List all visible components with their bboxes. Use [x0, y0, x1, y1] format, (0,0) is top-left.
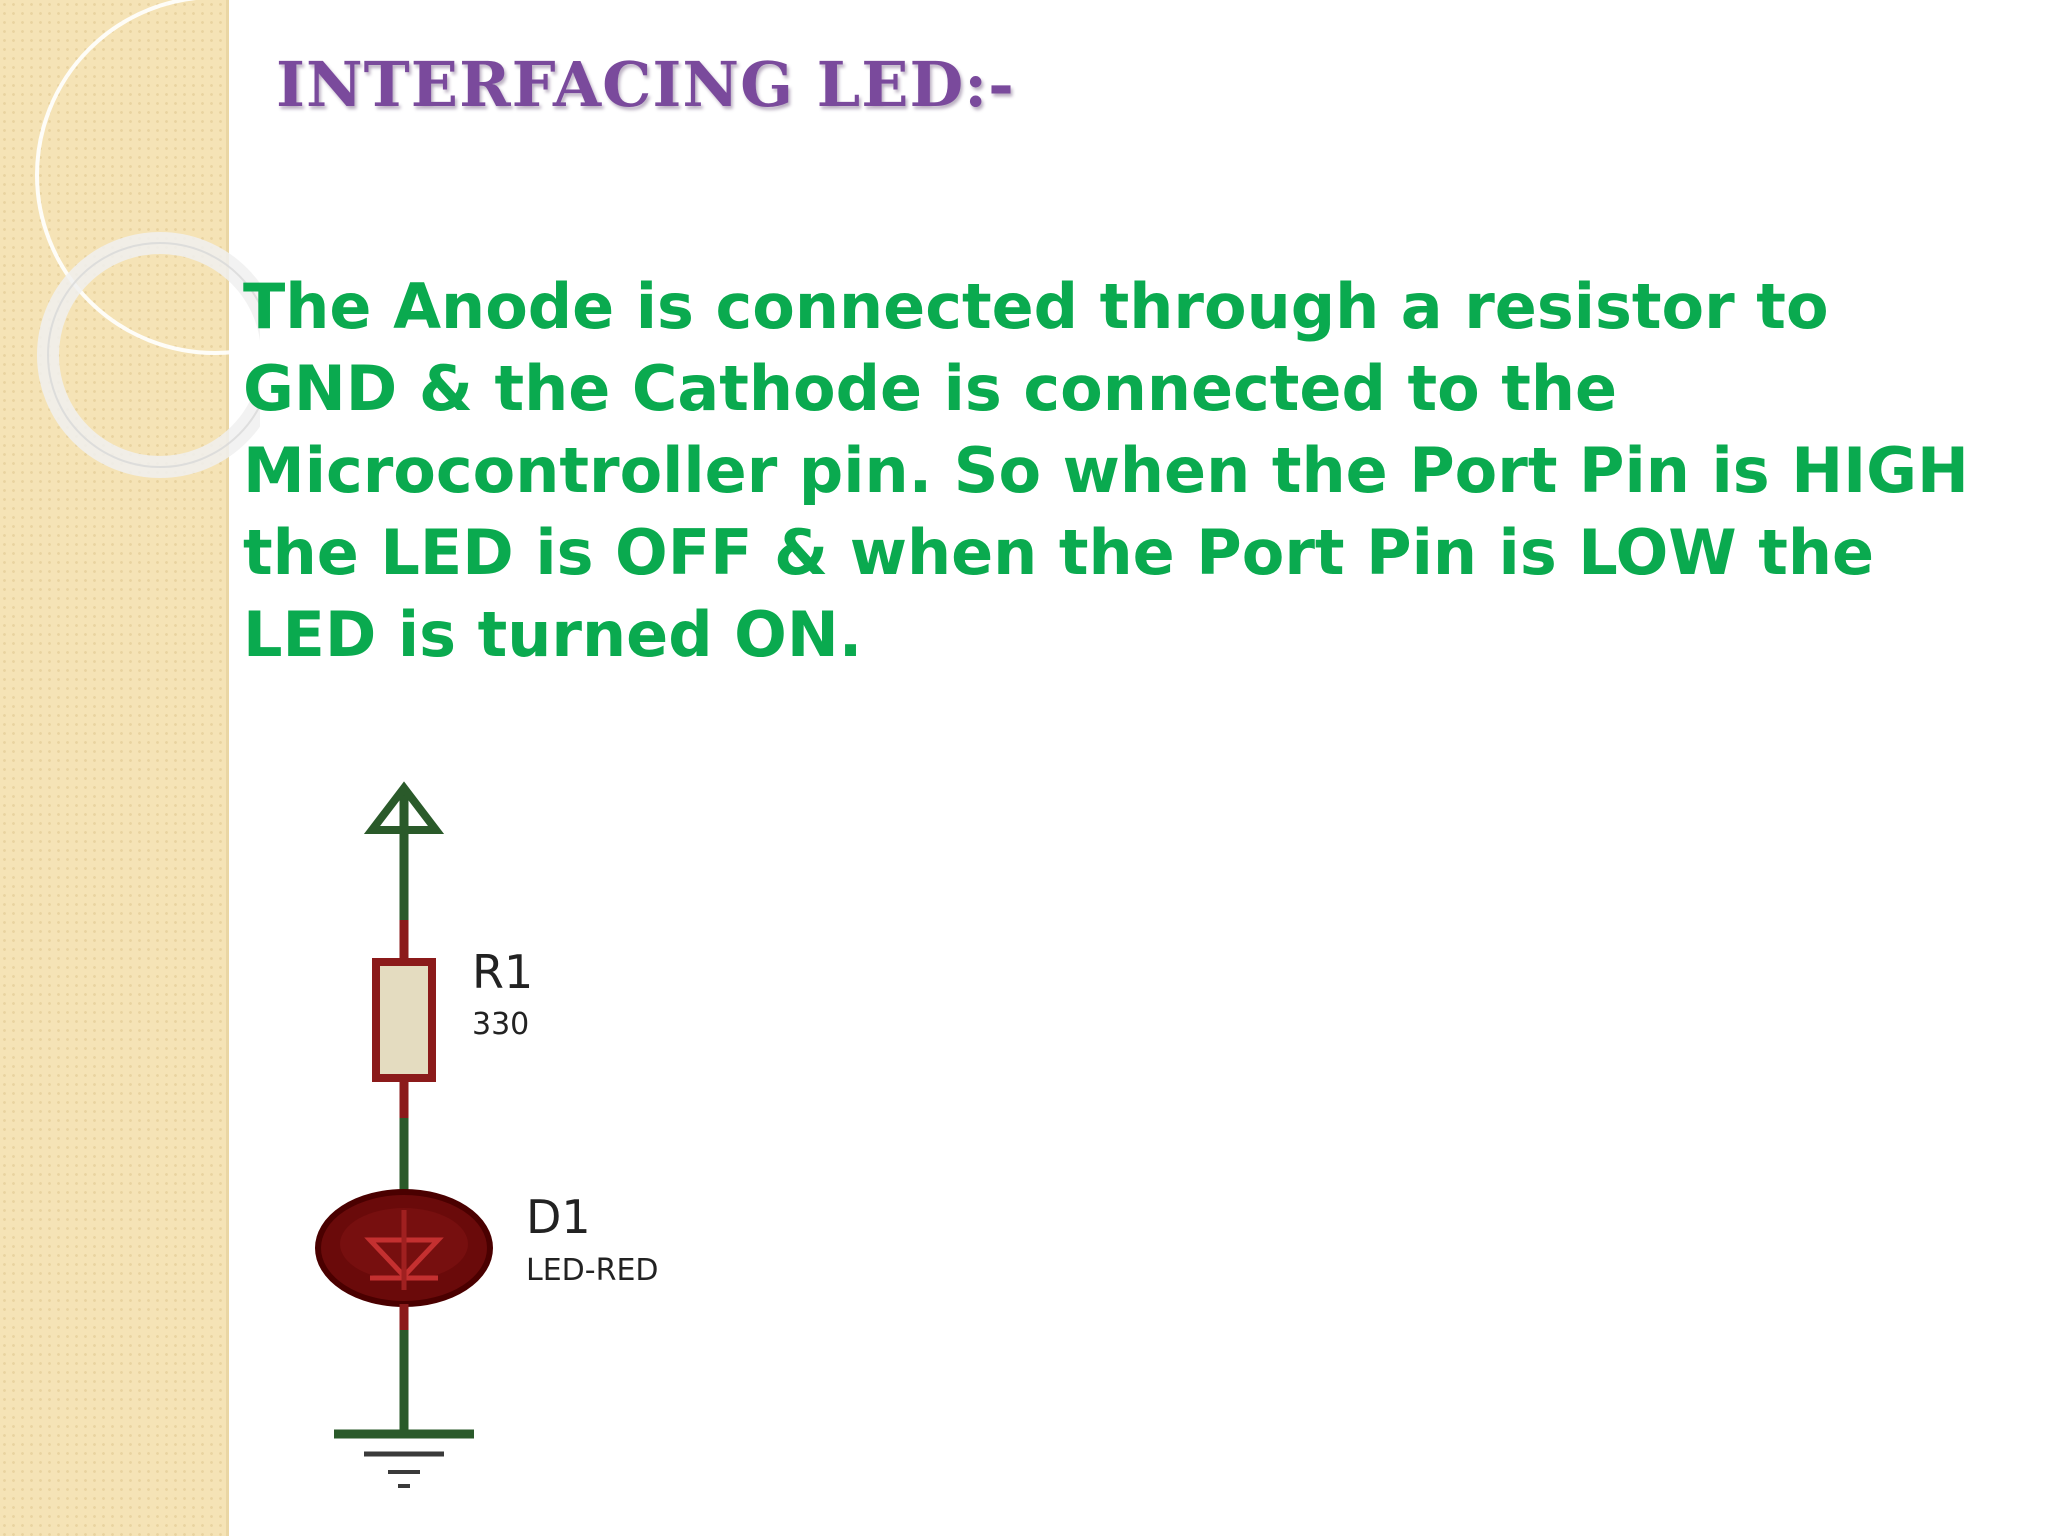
resistor-icon: [372, 958, 436, 1082]
resistor-designator: R1: [472, 945, 533, 999]
led-circuit-diagram: R1 330 D1 LED-RED: [315, 781, 659, 1488]
body-paragraph: The Anode is connected through a resisto…: [243, 270, 1969, 671]
led-value: LED-RED: [526, 1253, 659, 1288]
led-icon: [315, 1189, 493, 1307]
decorative-ring-large: [35, 0, 260, 355]
slide-title: INTERFACING LED:-: [276, 48, 1015, 121]
power-arrow-icon: [363, 781, 445, 920]
band-edge: [226, 0, 229, 1536]
decorative-rings: [35, 0, 260, 478]
resistor-value: 330: [472, 1007, 529, 1042]
decorative-ring-small-inner: [47, 242, 260, 468]
ground-icon: [334, 1429, 474, 1488]
led-designator: D1: [526, 1190, 591, 1244]
